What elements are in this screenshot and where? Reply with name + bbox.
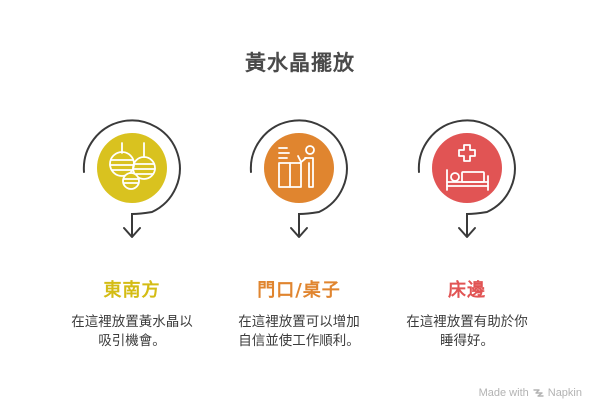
step-2-graphic — [249, 119, 348, 238]
step-2-description-line-2: 自信並使工作順利。 — [238, 333, 360, 349]
curved-arrow-arc — [82, 119, 181, 237]
step-3-circle — [432, 133, 502, 203]
step-1-description: 在這裡放置黃水晶以 吸引機會。 — [57, 313, 207, 351]
step-3-heading-text: 床邊 — [448, 280, 486, 301]
medical-cross-icon — [458, 144, 476, 162]
napkin-brand-label: Napkin — [547, 387, 582, 399]
step-2-description: 在這裡放置可以增加 自信並使工作順利。 — [224, 313, 374, 351]
curved-arrow-arc — [249, 119, 348, 237]
step-3-description-line-2: 睡得好。 — [440, 333, 494, 349]
napkin-logo-icon — [533, 388, 544, 397]
step-3-description-line-1: 在這裡放置有助於你 — [406, 314, 528, 330]
page-title: 黃水晶擺放 — [245, 51, 355, 75]
curved-arrow-arc — [417, 119, 516, 237]
step-2-description-line-1: 在這裡放置可以增加 — [238, 314, 360, 330]
arrow-head-icon — [458, 227, 476, 238]
step-3-heading: 床邊 — [387, 276, 547, 302]
step-3-graphic — [417, 119, 516, 238]
arrow-head-icon — [290, 227, 308, 238]
step-1-description-line-2: 吸引機會。 — [98, 333, 166, 349]
step-3-description: 在這裡放置有助於你 睡得好。 — [392, 313, 542, 351]
lanterns-icon — [109, 142, 156, 190]
person-at-desk-icon — [278, 145, 315, 188]
step-2-heading: 門口/桌子 — [219, 276, 379, 302]
step-1-circle — [97, 133, 167, 203]
step-1-heading-text: 東南方 — [103, 280, 161, 301]
made-with-label: Made with — [478, 387, 529, 399]
step-2-heading-text: 門口/桌子 — [257, 280, 341, 301]
step-1-heading: 東南方 — [52, 276, 212, 302]
step-2-circle — [264, 133, 334, 203]
hospital-bed-icon — [446, 144, 489, 191]
step-1-description-line-1: 在這裡放置黃水晶以 — [71, 314, 193, 330]
arrow-head-icon — [123, 227, 141, 238]
step-1-graphic — [82, 119, 181, 238]
napkin-watermark[interactable]: Made with Napkin — [479, 387, 582, 399]
